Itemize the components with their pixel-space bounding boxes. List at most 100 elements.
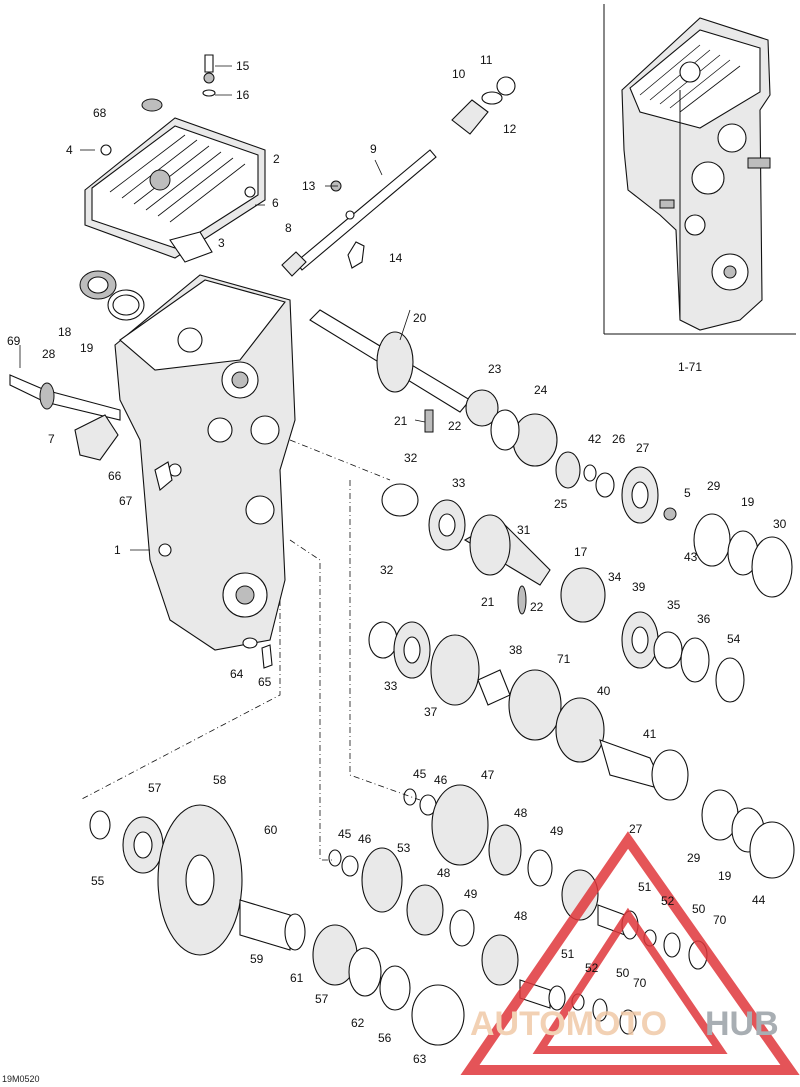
watermark: AUTOMOTO HUB <box>460 831 800 1075</box>
callout-59: 59 <box>250 952 264 966</box>
callout-28: 28 <box>42 347 56 361</box>
callout-25: 25 <box>554 497 568 511</box>
callout-50-b: 50 <box>616 966 630 980</box>
callout-52: 52 <box>661 894 675 908</box>
callout-9: 9 <box>370 142 377 156</box>
callout-38: 38 <box>509 643 523 657</box>
callout-55: 55 <box>91 874 105 888</box>
callout-42: 42 <box>588 432 602 446</box>
callout-27-b: 27 <box>629 822 643 836</box>
callout-13: 13 <box>302 179 316 193</box>
primary-shaft-group <box>309 309 793 598</box>
watermark-hub: HUB <box>705 1005 779 1043</box>
callout-2: 2 <box>273 152 280 166</box>
callout-19-c: 19 <box>718 869 732 883</box>
callout-19-b: 19 <box>741 495 755 509</box>
callout-44: 44 <box>752 893 766 907</box>
callout-22-b: 22 <box>530 600 544 614</box>
callout-33-b: 33 <box>384 679 398 693</box>
callout-65: 65 <box>258 675 272 689</box>
callout-63: 63 <box>413 1052 427 1066</box>
top-cover-assembly <box>84 54 266 263</box>
callout-37: 37 <box>424 705 438 719</box>
callout-71: 71 <box>557 652 571 666</box>
callout-35: 35 <box>667 598 681 612</box>
output-shaft-group <box>368 621 795 879</box>
callout-36: 36 <box>697 612 711 626</box>
callout-7: 7 <box>48 432 55 446</box>
leader-lines <box>19 65 426 551</box>
callout-47: 47 <box>481 768 495 782</box>
callout-15: 15 <box>236 59 250 73</box>
callout-27: 27 <box>636 441 650 455</box>
callout-58: 58 <box>213 773 227 787</box>
reference-code: 19M0520 <box>2 1074 40 1084</box>
callout-64: 64 <box>230 667 244 681</box>
callout-19: 19 <box>80 341 94 355</box>
callout-70-b: 70 <box>633 976 647 990</box>
callout-1-71: 1-71 <box>678 360 702 374</box>
assembled-transmission <box>621 17 771 331</box>
callout-56: 56 <box>378 1031 392 1045</box>
callout-68: 68 <box>93 106 107 120</box>
callout-32: 32 <box>404 451 418 465</box>
callout-61: 61 <box>290 971 304 985</box>
transmission-housing <box>9 270 296 669</box>
callout-70: 70 <box>713 913 727 927</box>
watermark-automoto: AUTOMOTO <box>470 1005 667 1043</box>
callout-1: 1 <box>114 543 121 557</box>
alignment-lines <box>79 439 421 861</box>
callout-21-b: 21 <box>481 595 495 609</box>
callout-3: 3 <box>218 236 225 250</box>
callout-6: 6 <box>272 196 279 210</box>
callout-10: 10 <box>452 67 466 81</box>
callout-60: 60 <box>264 823 278 837</box>
callout-57-b: 57 <box>315 992 329 1006</box>
shift-shaft <box>281 76 516 277</box>
callout-46-b: 46 <box>358 832 372 846</box>
callout-52-b: 52 <box>585 961 599 975</box>
callout-31: 31 <box>517 523 531 537</box>
callout-51: 51 <box>638 880 652 894</box>
callout-49: 49 <box>550 824 564 838</box>
countershaft-group <box>381 483 745 703</box>
callout-29-b: 29 <box>687 851 701 865</box>
callout-51-b: 51 <box>561 947 575 961</box>
callout-26: 26 <box>612 432 626 446</box>
callout-53: 53 <box>397 841 411 855</box>
assembled-view-frame <box>603 4 796 335</box>
callout-39: 39 <box>632 580 646 594</box>
callout-32-b: 32 <box>380 563 394 577</box>
callout-34: 34 <box>608 570 622 584</box>
callout-23: 23 <box>488 362 502 376</box>
callout-12: 12 <box>503 122 517 136</box>
callout-11: 11 <box>480 53 493 67</box>
callout-24: 24 <box>534 383 548 397</box>
callout-17: 17 <box>574 545 588 559</box>
callout-33: 33 <box>452 476 466 490</box>
callout-45-b: 45 <box>338 827 352 841</box>
callout-66: 66 <box>108 469 122 483</box>
callout-67: 67 <box>119 494 133 508</box>
callout-69: 69 <box>7 334 21 348</box>
callout-5: 5 <box>684 486 691 500</box>
callout-4: 4 <box>66 143 73 157</box>
callout-48-c: 48 <box>514 909 528 923</box>
callout-48-b: 48 <box>437 866 451 880</box>
callout-48: 48 <box>514 806 528 820</box>
callout-30: 30 <box>773 517 787 531</box>
callout-40: 40 <box>597 684 611 698</box>
callout-41: 41 <box>643 727 657 741</box>
callout-46: 46 <box>434 773 448 787</box>
callout-18: 18 <box>58 325 72 339</box>
callout-57: 57 <box>148 781 162 795</box>
callouts: 15 16 68 4 2 6 8 3 9 13 14 10 11 12 18 1… <box>7 53 787 1066</box>
callout-22: 22 <box>448 419 462 433</box>
callout-45: 45 <box>413 767 427 781</box>
callout-16: 16 <box>236 88 250 102</box>
callout-21: 21 <box>394 414 408 428</box>
callout-29: 29 <box>707 479 721 493</box>
callout-43: 43 <box>684 550 698 564</box>
